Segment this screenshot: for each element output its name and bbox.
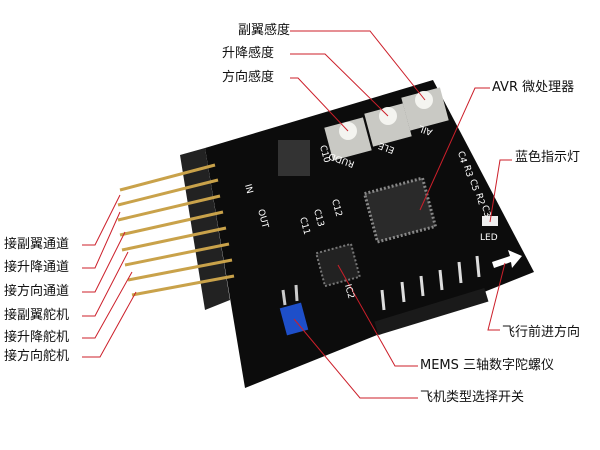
label-out-rudder: 接方向舵机 — [4, 349, 70, 364]
label-gyro: MEMS 三轴数字陀螺仪 — [420, 358, 555, 373]
svg-text:AIL: AIL — [418, 122, 434, 136]
silk-c11: C11 — [297, 216, 311, 236]
silk-c3: C3 — [479, 204, 492, 218]
label-switch: 飞机类型选择开关 — [420, 390, 525, 405]
svg-text:IN: IN — [242, 183, 254, 195]
silk-c10: C10 — [317, 144, 331, 164]
label-in-elevator: 接升降通道 — [4, 260, 70, 275]
avr-chip — [362, 176, 438, 244]
label-aileron-gain: 副翼感度 — [238, 23, 291, 38]
label-mcu: AVR 微处理器 — [492, 80, 575, 95]
silk-c5: C5 — [467, 178, 480, 192]
label-out-aileron: 接副翼舵机 — [4, 308, 70, 323]
silk-c4: C4 — [455, 150, 468, 164]
label-led: 蓝色指示灯 — [515, 150, 581, 165]
silk-c12: C12 — [329, 198, 343, 218]
label-direction: 飞行前进方向 — [502, 325, 581, 340]
direction-arrow-icon — [492, 250, 522, 268]
label-elevator-gain: 升降感度 — [222, 46, 275, 61]
svg-text:LED: LED — [480, 233, 498, 243]
label-in-aileron: 接副翼通道 — [4, 237, 70, 252]
pin-header-right — [380, 255, 481, 311]
pin-header-left — [117, 148, 235, 310]
leader-lines — [82, 30, 512, 399]
regulator — [278, 140, 310, 176]
svg-text:IC2: IC2 — [342, 283, 355, 300]
silk-r3: R3 — [461, 164, 474, 178]
silk-r2: R2 — [473, 192, 486, 206]
label-rudder-gain: 方向感度 — [222, 70, 275, 85]
svg-text:OUT: OUT — [255, 208, 270, 230]
label-in-rudder: 接方向通道 — [4, 284, 70, 299]
silk-c13: C13 — [311, 208, 325, 228]
label-out-elevator: 接升降舵机 — [4, 330, 70, 345]
